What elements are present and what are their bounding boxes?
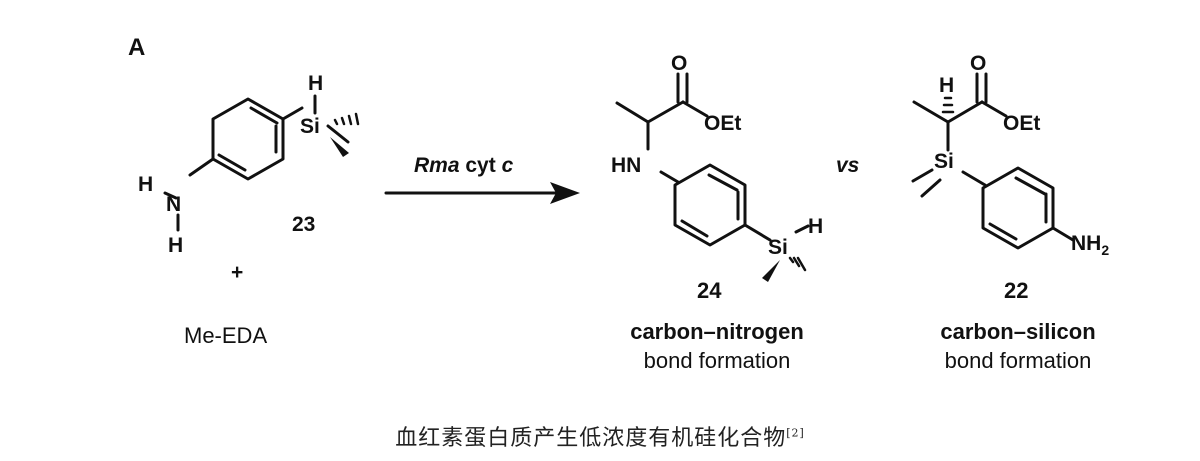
compound-number-24: 24 <box>697 278 722 303</box>
vs-label: vs <box>836 154 859 177</box>
compound-24-structure <box>615 72 810 247</box>
compound-number-22: 22 <box>1004 278 1028 303</box>
atom-hn: HN <box>611 154 641 177</box>
catalyst-label: Rma cyt c <box>414 154 514 177</box>
wedge-bond <box>330 137 349 157</box>
wedge-bond <box>762 260 780 282</box>
atom-h: H <box>939 74 954 97</box>
plus-sign: + <box>231 261 243 284</box>
atom-o: O <box>970 52 986 75</box>
reagent-me-eda: Me-EDA <box>184 323 267 348</box>
panel-label: A <box>128 34 145 61</box>
hash-bond <box>941 96 955 114</box>
bond-type-label: carbon–nitrogen <box>630 319 804 344</box>
compound-number-23: 23 <box>292 213 315 236</box>
atom-nh2: NH2 <box>1071 232 1109 258</box>
atom-oet: OEt <box>704 112 741 135</box>
atom-h: H <box>168 234 183 257</box>
figure-caption: 血红素蛋白质产生低浓度有机硅化合物[2] <box>0 420 1200 452</box>
hash-bond <box>788 256 807 272</box>
bond-formation-label: bond formation <box>644 348 791 373</box>
atom-si: Si <box>934 150 954 173</box>
bond-formation-label: bond formation <box>945 348 1092 373</box>
arrow-head <box>550 182 580 204</box>
hash-bond <box>333 112 360 126</box>
atom-o: O <box>671 52 687 75</box>
atom-si: Si <box>300 115 320 138</box>
atom-h: H <box>808 215 823 238</box>
bond-type-label: carbon–silicon <box>940 319 1095 344</box>
atom-h: H <box>308 72 323 95</box>
atom-h: H <box>138 173 153 196</box>
caption-text: 血红素蛋白质产生低浓度有机硅化合物 <box>395 426 787 451</box>
atom-si: Si <box>768 236 788 259</box>
atom-oet: OEt <box>1003 112 1040 135</box>
atom-n: N <box>166 193 181 216</box>
caption-reference: [2] <box>786 426 805 440</box>
compound-23-structure <box>163 94 350 232</box>
compound-22-structure <box>911 72 1075 250</box>
